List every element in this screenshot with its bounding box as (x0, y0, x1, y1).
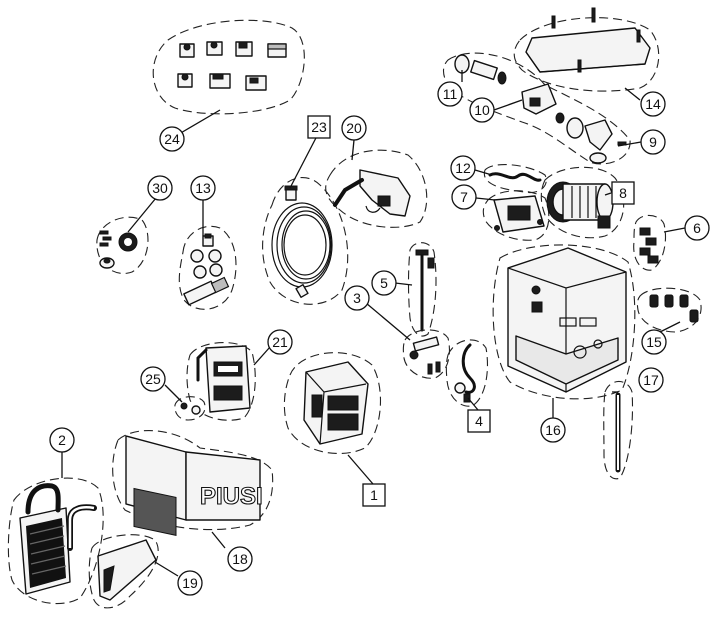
part-20-dispensing-nozzle (333, 169, 411, 217)
callout-11: 11 (437, 81, 463, 107)
group-outline-17 (603, 380, 634, 480)
part-25-screw-caps (180, 402, 201, 415)
svg-text:24: 24 (164, 131, 180, 147)
callout-10: 10 (469, 97, 495, 123)
callout-5: 5 (371, 270, 397, 296)
part-4-hose-bracket (454, 343, 476, 403)
callout-20: 20 (341, 115, 367, 141)
part-13-hose-fittings (183, 233, 230, 306)
group-outline-12 (483, 164, 547, 194)
svg-text:18: 18 (232, 551, 248, 567)
svg-text:23: 23 (311, 119, 327, 135)
part-6-cable-glands (639, 227, 659, 264)
part-14-cover-lid (525, 7, 651, 73)
group-outline-13 (178, 225, 237, 310)
svg-text:20: 20 (346, 120, 362, 136)
group-outline-24 (152, 19, 305, 115)
group-outline-21 (186, 342, 256, 421)
callout-30: 30 (147, 175, 173, 201)
group-outline-20 (325, 149, 428, 228)
part-16-base-frame (507, 247, 627, 393)
part-8-pump-motor (546, 181, 614, 229)
svg-text:15: 15 (646, 334, 662, 350)
piusi-logo-text: PIUSI (200, 483, 263, 510)
callout-8: 8 (611, 181, 635, 205)
part-1-electronic-meter-head (303, 361, 369, 445)
group-outline-5 (407, 242, 437, 337)
callout-15: 15 (641, 329, 667, 355)
svg-text:4: 4 (475, 413, 483, 429)
callout-2: 2 (49, 427, 75, 453)
group-outline-6 (633, 214, 667, 271)
svg-text:13: 13 (195, 180, 211, 196)
group-outline-16 (492, 244, 636, 400)
callout-12: 12 (450, 155, 476, 181)
callout-7: 7 (451, 184, 477, 210)
part-15-rubber-feet (649, 294, 699, 323)
part-5-tie-rod (415, 249, 435, 332)
svg-text:16: 16 (545, 422, 561, 438)
group-outline-25 (174, 396, 206, 421)
part-9-elbow-fitting (566, 117, 627, 164)
group-outline-1 (283, 352, 382, 455)
part-18-front-panel: PIUSI (125, 435, 263, 537)
callout-19: 19 (177, 570, 203, 596)
svg-text:10: 10 (474, 102, 490, 118)
callout-16: 16 (540, 417, 566, 443)
group-outline-3 (402, 329, 451, 379)
group-outline-8 (540, 166, 625, 239)
svg-text:7: 7 (460, 189, 468, 205)
svg-text:19: 19 (182, 575, 198, 591)
part-7-filter-bracket (493, 195, 545, 233)
group-outline-4 (445, 339, 489, 407)
svg-text:14: 14 (645, 96, 661, 112)
svg-text:11: 11 (443, 86, 458, 102)
callout-1: 1 (362, 483, 386, 507)
callout-25: 25 (140, 366, 166, 392)
svg-text:21: 21 (272, 334, 288, 350)
callout-24: 24 (159, 126, 185, 152)
group-outline-7 (482, 190, 550, 241)
svg-text:1: 1 (370, 487, 378, 503)
callout-17: 17 (638, 367, 664, 393)
callout-6: 6 (684, 215, 710, 241)
part-11-inlet-tube (454, 54, 507, 85)
svg-text:30: 30 (152, 180, 168, 196)
svg-text:2: 2 (58, 432, 66, 448)
part-12-power-cable (488, 172, 542, 182)
callout-18: 18 (227, 546, 253, 572)
group-outline-19 (88, 534, 159, 609)
svg-text:8: 8 (619, 185, 627, 201)
group-outline-23 (262, 176, 349, 305)
part-23-delivery-hose (271, 185, 333, 299)
part-24-small-fittings (177, 41, 287, 91)
part-10-pump-inlet-block (521, 83, 565, 124)
callout-21: 21 (267, 329, 293, 355)
callout-23: 23 (307, 115, 331, 139)
group-outline-18 (112, 430, 274, 531)
svg-text:17: 17 (643, 372, 659, 388)
callout-4: 4 (467, 409, 491, 433)
leader-lines (61, 70, 686, 577)
svg-text:3: 3 (353, 290, 361, 306)
svg-text:5: 5 (380, 275, 388, 291)
group-outline-15 (636, 287, 702, 333)
part-19-hose-holder (97, 539, 157, 601)
part-3-screw-set (409, 336, 441, 375)
group-outline-2 (7, 477, 104, 605)
callout-13: 13 (190, 175, 216, 201)
svg-text:25: 25 (145, 371, 161, 387)
svg-text:12: 12 (455, 160, 471, 176)
callout-14: 14 (640, 91, 666, 117)
svg-text:9: 9 (649, 134, 657, 150)
callout-3: 3 (344, 285, 370, 311)
callout-9: 9 (640, 129, 666, 155)
svg-text:6: 6 (693, 220, 701, 236)
part-30-seal-kit (99, 230, 138, 269)
part-21-display-board (196, 345, 251, 413)
part-2-front-grille (19, 483, 97, 595)
